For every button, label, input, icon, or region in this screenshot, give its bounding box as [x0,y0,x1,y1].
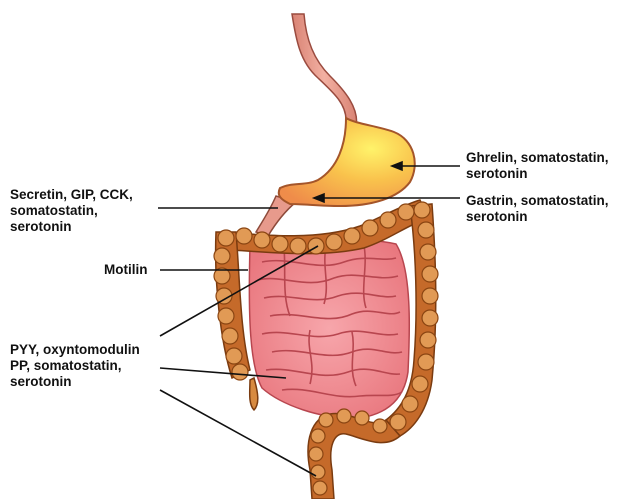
label-pyy: PYY, oxyntomodulin PP, somatostatin, ser… [10,342,140,390]
label-secretin: Secretin, GIP, CCK, somatostatin, seroto… [10,187,133,235]
label-ghrelin: Ghrelin, somatostatin, serotonin [466,150,609,182]
esophagus [292,14,357,128]
label-gastrin: Gastrin, somatostatin, serotonin [466,193,609,225]
stomach [279,118,415,206]
label-motilin: Motilin [104,262,148,278]
